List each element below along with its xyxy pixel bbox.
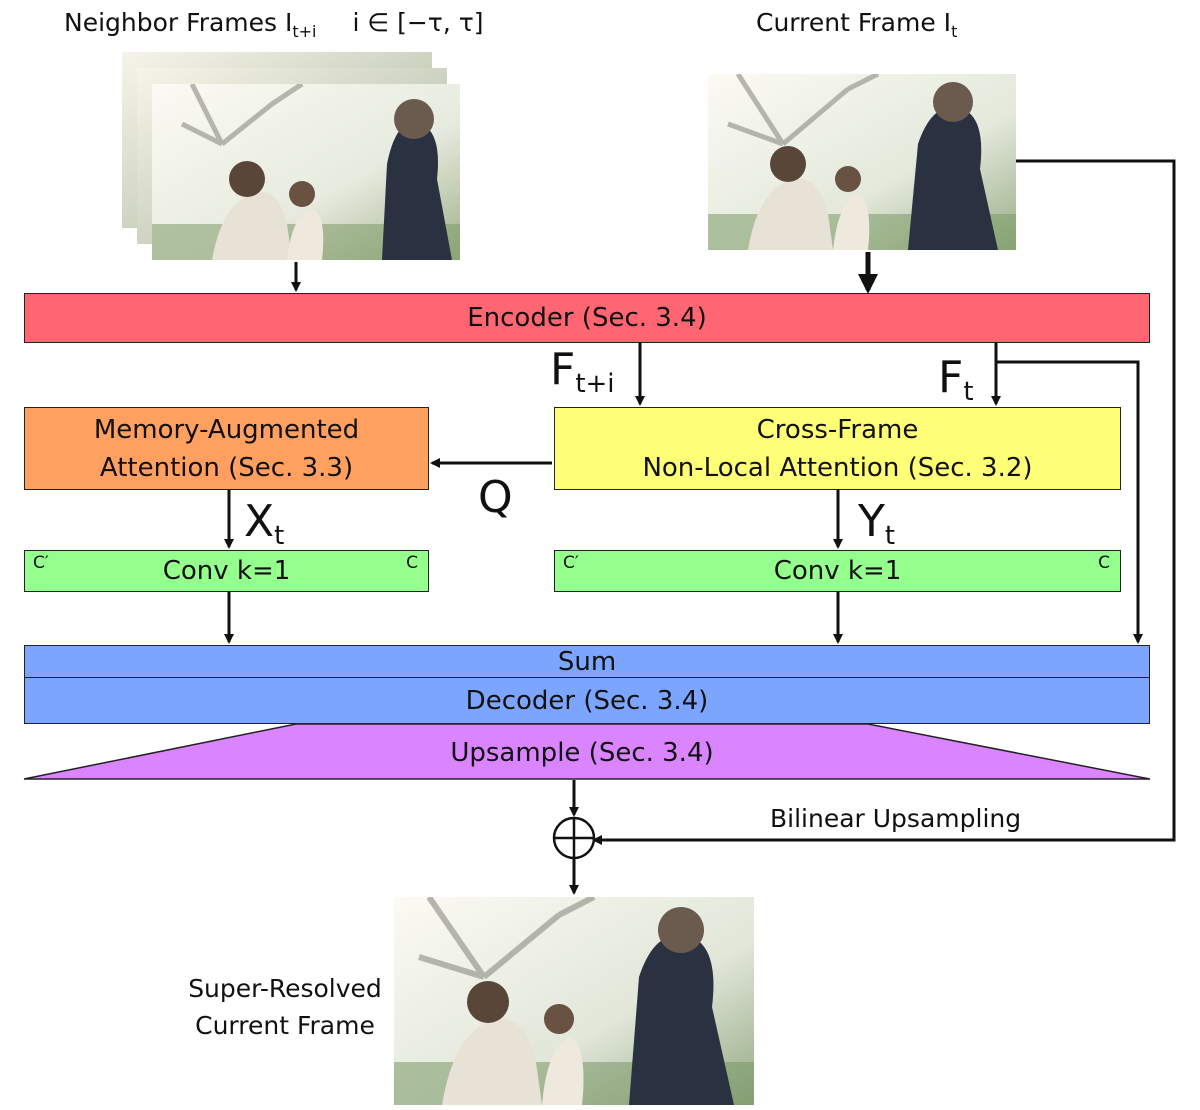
upsample-shape bbox=[23, 723, 1151, 780]
decoder-block: Decoder (Sec. 3.4) bbox=[24, 677, 1150, 724]
current-frame-photo bbox=[708, 74, 1016, 250]
conv-right-in-channels: C′ bbox=[563, 553, 579, 573]
y-label: Yt bbox=[858, 496, 896, 551]
f-neighbor-label: Ft+i bbox=[550, 344, 615, 399]
conv-block-right: Conv k=1 C′ C bbox=[554, 550, 1121, 592]
upsample-label: Upsample (Sec. 3.4) bbox=[450, 738, 714, 768]
f-current-label: Ft bbox=[938, 352, 974, 407]
conv-right-out-channels: C bbox=[1098, 553, 1110, 573]
x-label: Xt bbox=[244, 496, 285, 551]
q-label: Q bbox=[478, 472, 513, 523]
bilinear-upsampling-label: Bilinear Upsampling bbox=[770, 804, 1022, 833]
neighbor-range-label: i ∈ [−τ, τ] bbox=[352, 8, 484, 37]
conv-block-left: Conv k=1 C′ C bbox=[24, 550, 429, 592]
current-frame-label: Current Frame It bbox=[756, 8, 958, 41]
encoder-block: Encoder (Sec. 3.4) bbox=[24, 293, 1150, 343]
super-resolved-label: Super-Resolved Current Frame bbox=[188, 974, 382, 1040]
cross-frame-attention-block: Cross-Frame Non-Local Attention (Sec. 3.… bbox=[554, 407, 1121, 490]
sum-block: Sum bbox=[24, 645, 1150, 678]
super-resolved-frame-photo bbox=[394, 897, 754, 1105]
neighbor-frame-photo-front bbox=[152, 84, 460, 260]
conv-left-out-channels: C bbox=[406, 553, 418, 573]
neighbor-frames-label: Neighbor Frames It+i i ∈ [−τ, τ] bbox=[64, 8, 484, 41]
add-operator-icon bbox=[552, 816, 596, 860]
conv-left-in-channels: C′ bbox=[33, 553, 49, 573]
memory-augmented-attention-block: Memory-Augmented Attention (Sec. 3.3) bbox=[24, 407, 429, 490]
